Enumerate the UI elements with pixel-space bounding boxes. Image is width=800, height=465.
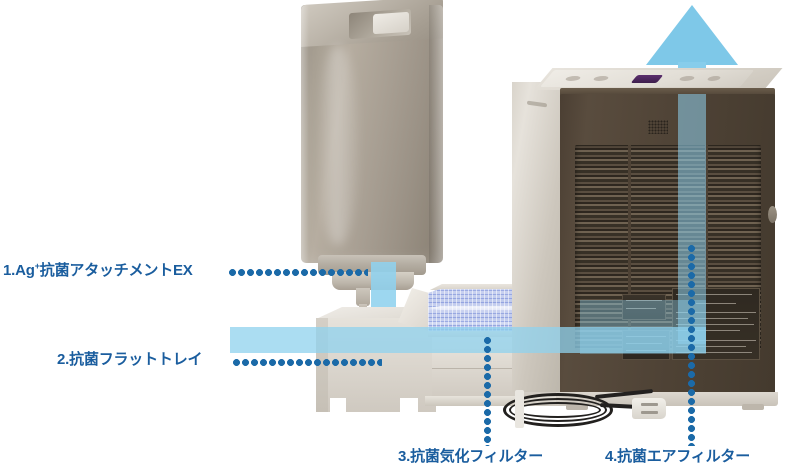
callout-4-label: 4.抗菌エアフィルター bbox=[605, 448, 751, 465]
callout-2-leader bbox=[232, 359, 382, 366]
water-tank bbox=[301, 0, 443, 263]
model-label-line bbox=[626, 300, 662, 301]
power-plug-pin-top bbox=[641, 403, 658, 406]
caution-label-line bbox=[676, 346, 746, 347]
callout-1-leader bbox=[228, 269, 368, 276]
power-cord-coil-mid bbox=[509, 398, 607, 422]
antibacterial-attachment-nozzle bbox=[356, 288, 370, 306]
power-cord-tie bbox=[515, 390, 524, 428]
caution-label-line bbox=[676, 318, 748, 319]
caution-label-line bbox=[676, 324, 754, 325]
air-intake-stream-lower bbox=[580, 300, 706, 354]
caution-label-line bbox=[676, 312, 756, 313]
air-intake-stream-horizontal bbox=[230, 327, 706, 353]
model-label-line bbox=[626, 308, 656, 309]
callout-3-leader bbox=[484, 336, 491, 446]
power-plug bbox=[632, 398, 666, 419]
power-cord-coil-outer bbox=[503, 393, 613, 427]
flat-tray-foot-notch-right bbox=[400, 398, 418, 412]
air-intake-grille-divider-left bbox=[628, 145, 631, 350]
water-tank-highlight bbox=[317, 45, 359, 245]
callout-1-element: Ag bbox=[15, 262, 35, 279]
caution-label-line bbox=[676, 340, 756, 341]
caution-label-line bbox=[676, 294, 752, 295]
callout-1-superscript: + bbox=[34, 261, 40, 271]
evaporative-filter-frame-top bbox=[430, 284, 582, 290]
callout-1-label: 1.Ag+抗菌アタッチメントEX bbox=[3, 261, 193, 279]
callout-1-number: 1. bbox=[3, 262, 16, 279]
caution-label-line bbox=[676, 330, 740, 331]
water-tank-left-edge bbox=[301, 5, 309, 263]
callout-1-text: 抗菌アタッチメントEX bbox=[39, 262, 193, 279]
air-outlet-arrow-icon bbox=[646, 5, 738, 65]
main-unit-front-bevel bbox=[560, 88, 775, 98]
callout-2-label: 2.抗菌フラットトレイ bbox=[57, 351, 203, 368]
evaporative-filter-center-band bbox=[428, 306, 580, 310]
water-tank-cap-inner bbox=[373, 11, 409, 35]
main-unit-foot-right bbox=[742, 404, 764, 410]
flat-tray-foot-notch-left bbox=[330, 398, 346, 412]
power-cord-coil-inner bbox=[515, 402, 601, 418]
main-unit-side-latch[interactable] bbox=[768, 206, 777, 223]
caution-label-line bbox=[676, 352, 752, 353]
main-unit-sensor-vent-icon bbox=[648, 120, 668, 134]
callout-4-leader bbox=[688, 244, 695, 446]
water-tank-right-edge bbox=[429, 5, 443, 263]
water-tank-body bbox=[301, 5, 443, 263]
caution-label-line bbox=[696, 303, 736, 304]
model-label bbox=[622, 294, 666, 320]
callout-3-label: 3.抗菌気化フィルター bbox=[398, 448, 544, 465]
power-plug-pin-bottom bbox=[641, 411, 658, 414]
air-intake-grille-divider-right bbox=[705, 145, 708, 350]
